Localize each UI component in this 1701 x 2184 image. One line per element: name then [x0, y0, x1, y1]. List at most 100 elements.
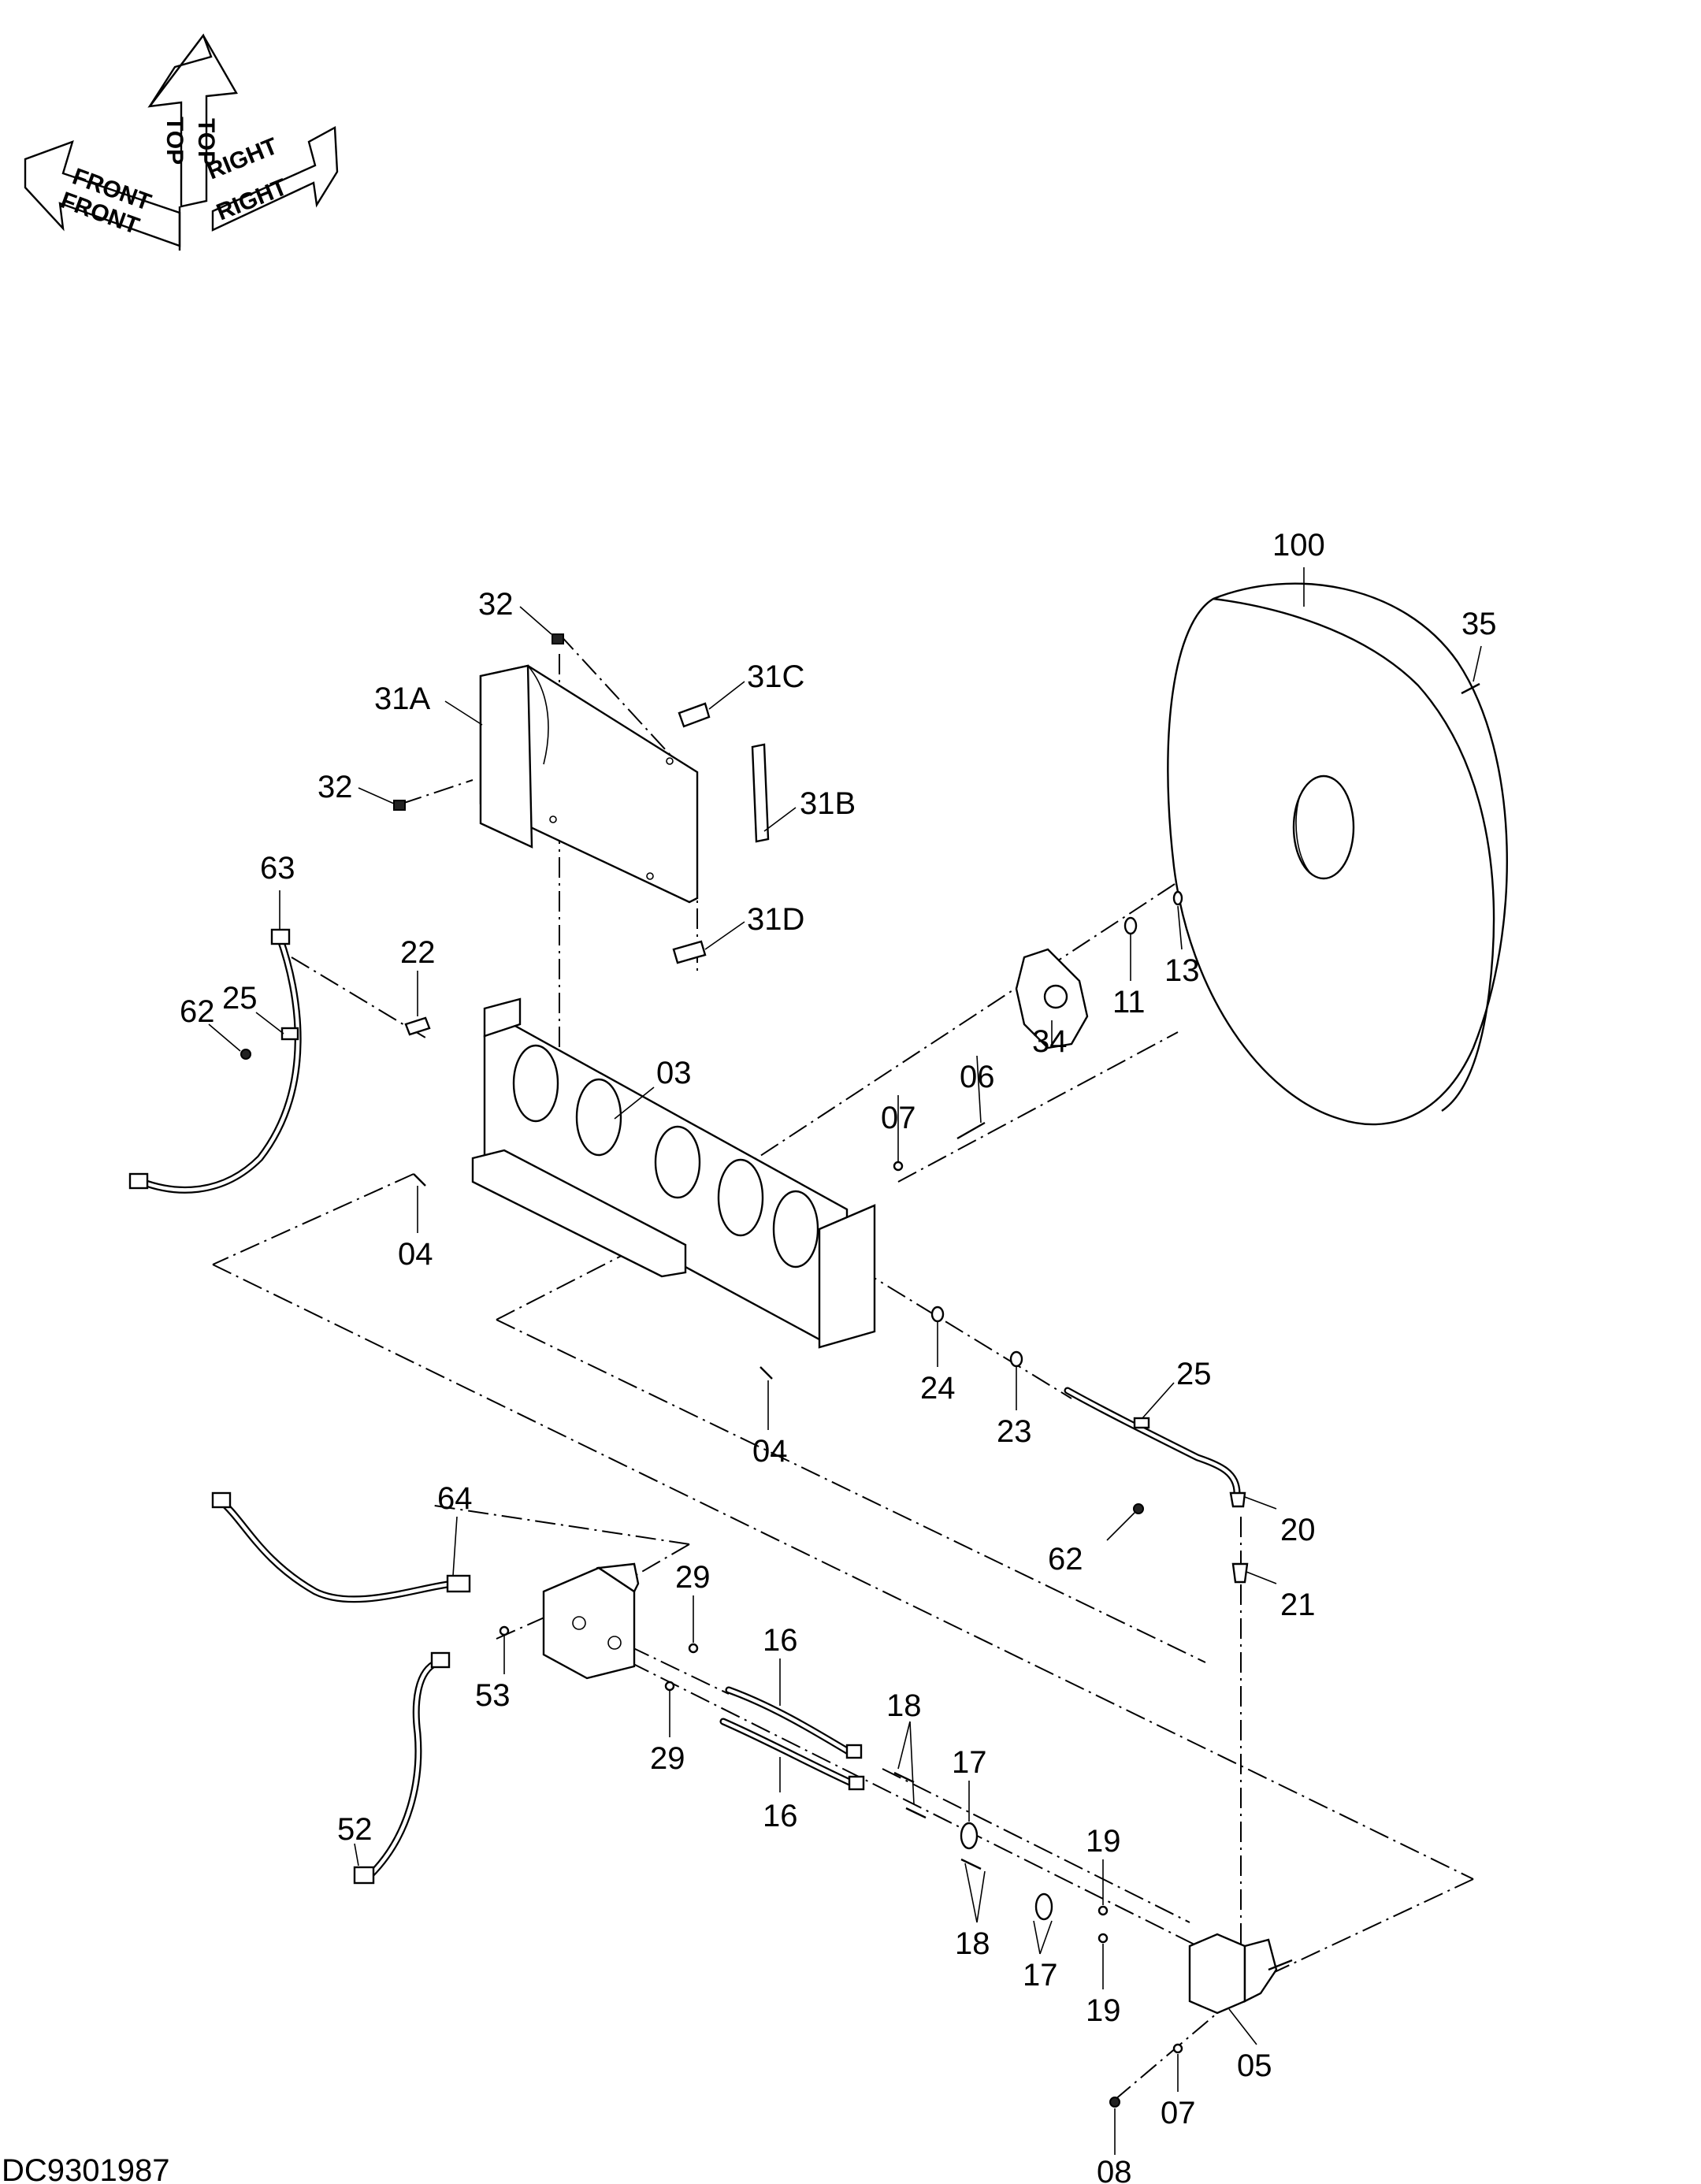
- bolt-head: [393, 800, 406, 811]
- part-07-washer-lower: [1172, 2043, 1183, 2054]
- leader-35: [1473, 645, 1482, 682]
- leader-25a: [255, 1012, 284, 1034]
- callout-04-right: 04: [752, 1434, 788, 1469]
- callout-18-upper: 18: [886, 1688, 922, 1723]
- callout-16-lower: 16: [763, 1799, 798, 1833]
- leader-52: [354, 1843, 359, 1866]
- centerline-hose-upper: [630, 1646, 730, 1695]
- fitting-20: [1229, 1491, 1246, 1508]
- leader-18b-2: [976, 1870, 986, 1923]
- part-31d-pad: [672, 940, 707, 964]
- centerline-18-19: [882, 1768, 1190, 1923]
- part-18-bolt-lower: [960, 1858, 982, 1870]
- callout-25-right: 25: [1176, 1357, 1212, 1391]
- callout-18-lower: 18: [955, 1926, 990, 1961]
- part-19-oring-upper: [1097, 1905, 1109, 1916]
- manifold-top: [596, 1562, 640, 1593]
- frame-base: [471, 1149, 687, 1278]
- leader-18a-2: [909, 1721, 915, 1805]
- part-32-bolt-side: [393, 800, 406, 811]
- bolt-62: [240, 1049, 251, 1060]
- part-19-oring-lower: [1097, 1933, 1109, 1944]
- cover-hole-3: [549, 815, 557, 823]
- frame-bracket-right: [818, 1204, 876, 1349]
- part-22-fitting: [404, 1016, 431, 1036]
- leader-17b-2: [1039, 1920, 1053, 1955]
- hose-63-inner: [139, 935, 300, 1192]
- leader-32b: [358, 787, 395, 804]
- part-24-washer: [930, 1306, 945, 1323]
- leader-32a: [519, 606, 552, 635]
- callout-62-right: 62: [1048, 1542, 1083, 1577]
- hose-63-fitting-top: [270, 928, 291, 945]
- callout-34: 34: [1032, 1024, 1068, 1059]
- bolt-62-right: [1133, 1503, 1144, 1514]
- centerline-long-diagonal: [212, 1264, 1474, 1880]
- leader-62b: [1106, 1512, 1135, 1541]
- part-18-bolt-upper-b: [905, 1807, 927, 1819]
- part-29-oring-upper: [688, 1643, 699, 1654]
- centerline-24-23: [858, 1268, 1072, 1399]
- hose-64-fitting-left: [211, 1491, 232, 1509]
- callout-32-side: 32: [318, 770, 353, 804]
- leader-20: [1244, 1496, 1277, 1510]
- leader-62a: [208, 1023, 241, 1052]
- callout-62-left: 62: [180, 994, 215, 1029]
- hose-16-fitting-upper: [845, 1744, 863, 1759]
- manifold-body: [542, 1566, 636, 1680]
- right-label-lower: RIGHT: [213, 174, 291, 226]
- callout-31a: 31A: [374, 682, 430, 716]
- frame-bracket-left: [483, 997, 522, 1038]
- part-53-oring: [499, 1625, 510, 1636]
- leader-06: [976, 1055, 982, 1124]
- part-32-bolt-top: [552, 633, 564, 644]
- part-63-hose: [128, 928, 302, 1194]
- leader-31d: [704, 921, 745, 950]
- leader-18a-1: [897, 1721, 911, 1770]
- callout-08: 08: [1097, 2155, 1132, 2184]
- part-31a-cover: [479, 664, 699, 904]
- frame-hole-4: [717, 1158, 764, 1237]
- part-16-hoses: [719, 1686, 865, 1791]
- manifold-block: [499, 1562, 640, 1680]
- centerline-06: [897, 1031, 1179, 1183]
- part-25-hose-assembly: [1064, 1387, 1249, 1584]
- drawing-id: DC9301987: [2, 2153, 170, 2184]
- top-arrow-face: [148, 33, 213, 107]
- callout-16-upper: 16: [763, 1623, 798, 1658]
- part-34-hub: [1015, 948, 1089, 1049]
- leader-21: [1246, 1571, 1277, 1584]
- hose-16-lower-inner: [721, 1719, 857, 1787]
- leader-13: [1177, 905, 1183, 950]
- callout-31c: 31C: [747, 659, 804, 694]
- hose-64-inner: [218, 1499, 455, 1602]
- part-23-washer: [1009, 1350, 1023, 1368]
- motor-end: [1243, 1938, 1278, 2003]
- right-arrow: [211, 126, 339, 232]
- cover-hole-2: [646, 872, 654, 880]
- callout-17-lower: 17: [1023, 1958, 1058, 1993]
- callout-13: 13: [1164, 953, 1200, 988]
- disc-rim: [1213, 597, 1495, 1112]
- leader-lines: [208, 567, 1482, 2155]
- hose-63-fitting-bottom: [128, 1172, 149, 1190]
- part-05-motor: [1188, 1933, 1293, 2015]
- part-07-washer-upper: [893, 1161, 904, 1172]
- part-03-frame: [471, 997, 876, 1349]
- centerline-04b-lower: [496, 1319, 1206, 1663]
- leader-31a: [444, 700, 483, 726]
- cover-curve: [527, 665, 549, 765]
- callout-06: 06: [960, 1060, 995, 1094]
- centerline-64: [429, 1504, 690, 1545]
- callout-53: 53: [475, 1678, 511, 1713]
- leader-18b-1: [964, 1863, 978, 1923]
- part-52-hose: [353, 1651, 451, 1885]
- callout-23: 23: [997, 1414, 1032, 1449]
- fitting-21: [1231, 1562, 1249, 1584]
- part-17-flange-lower: [1034, 1892, 1053, 1921]
- hose-63-outer: [138, 934, 302, 1194]
- callout-19-upper: 19: [1086, 1824, 1121, 1859]
- hose-20-inner: [1065, 1388, 1239, 1495]
- leader-03: [614, 1086, 655, 1120]
